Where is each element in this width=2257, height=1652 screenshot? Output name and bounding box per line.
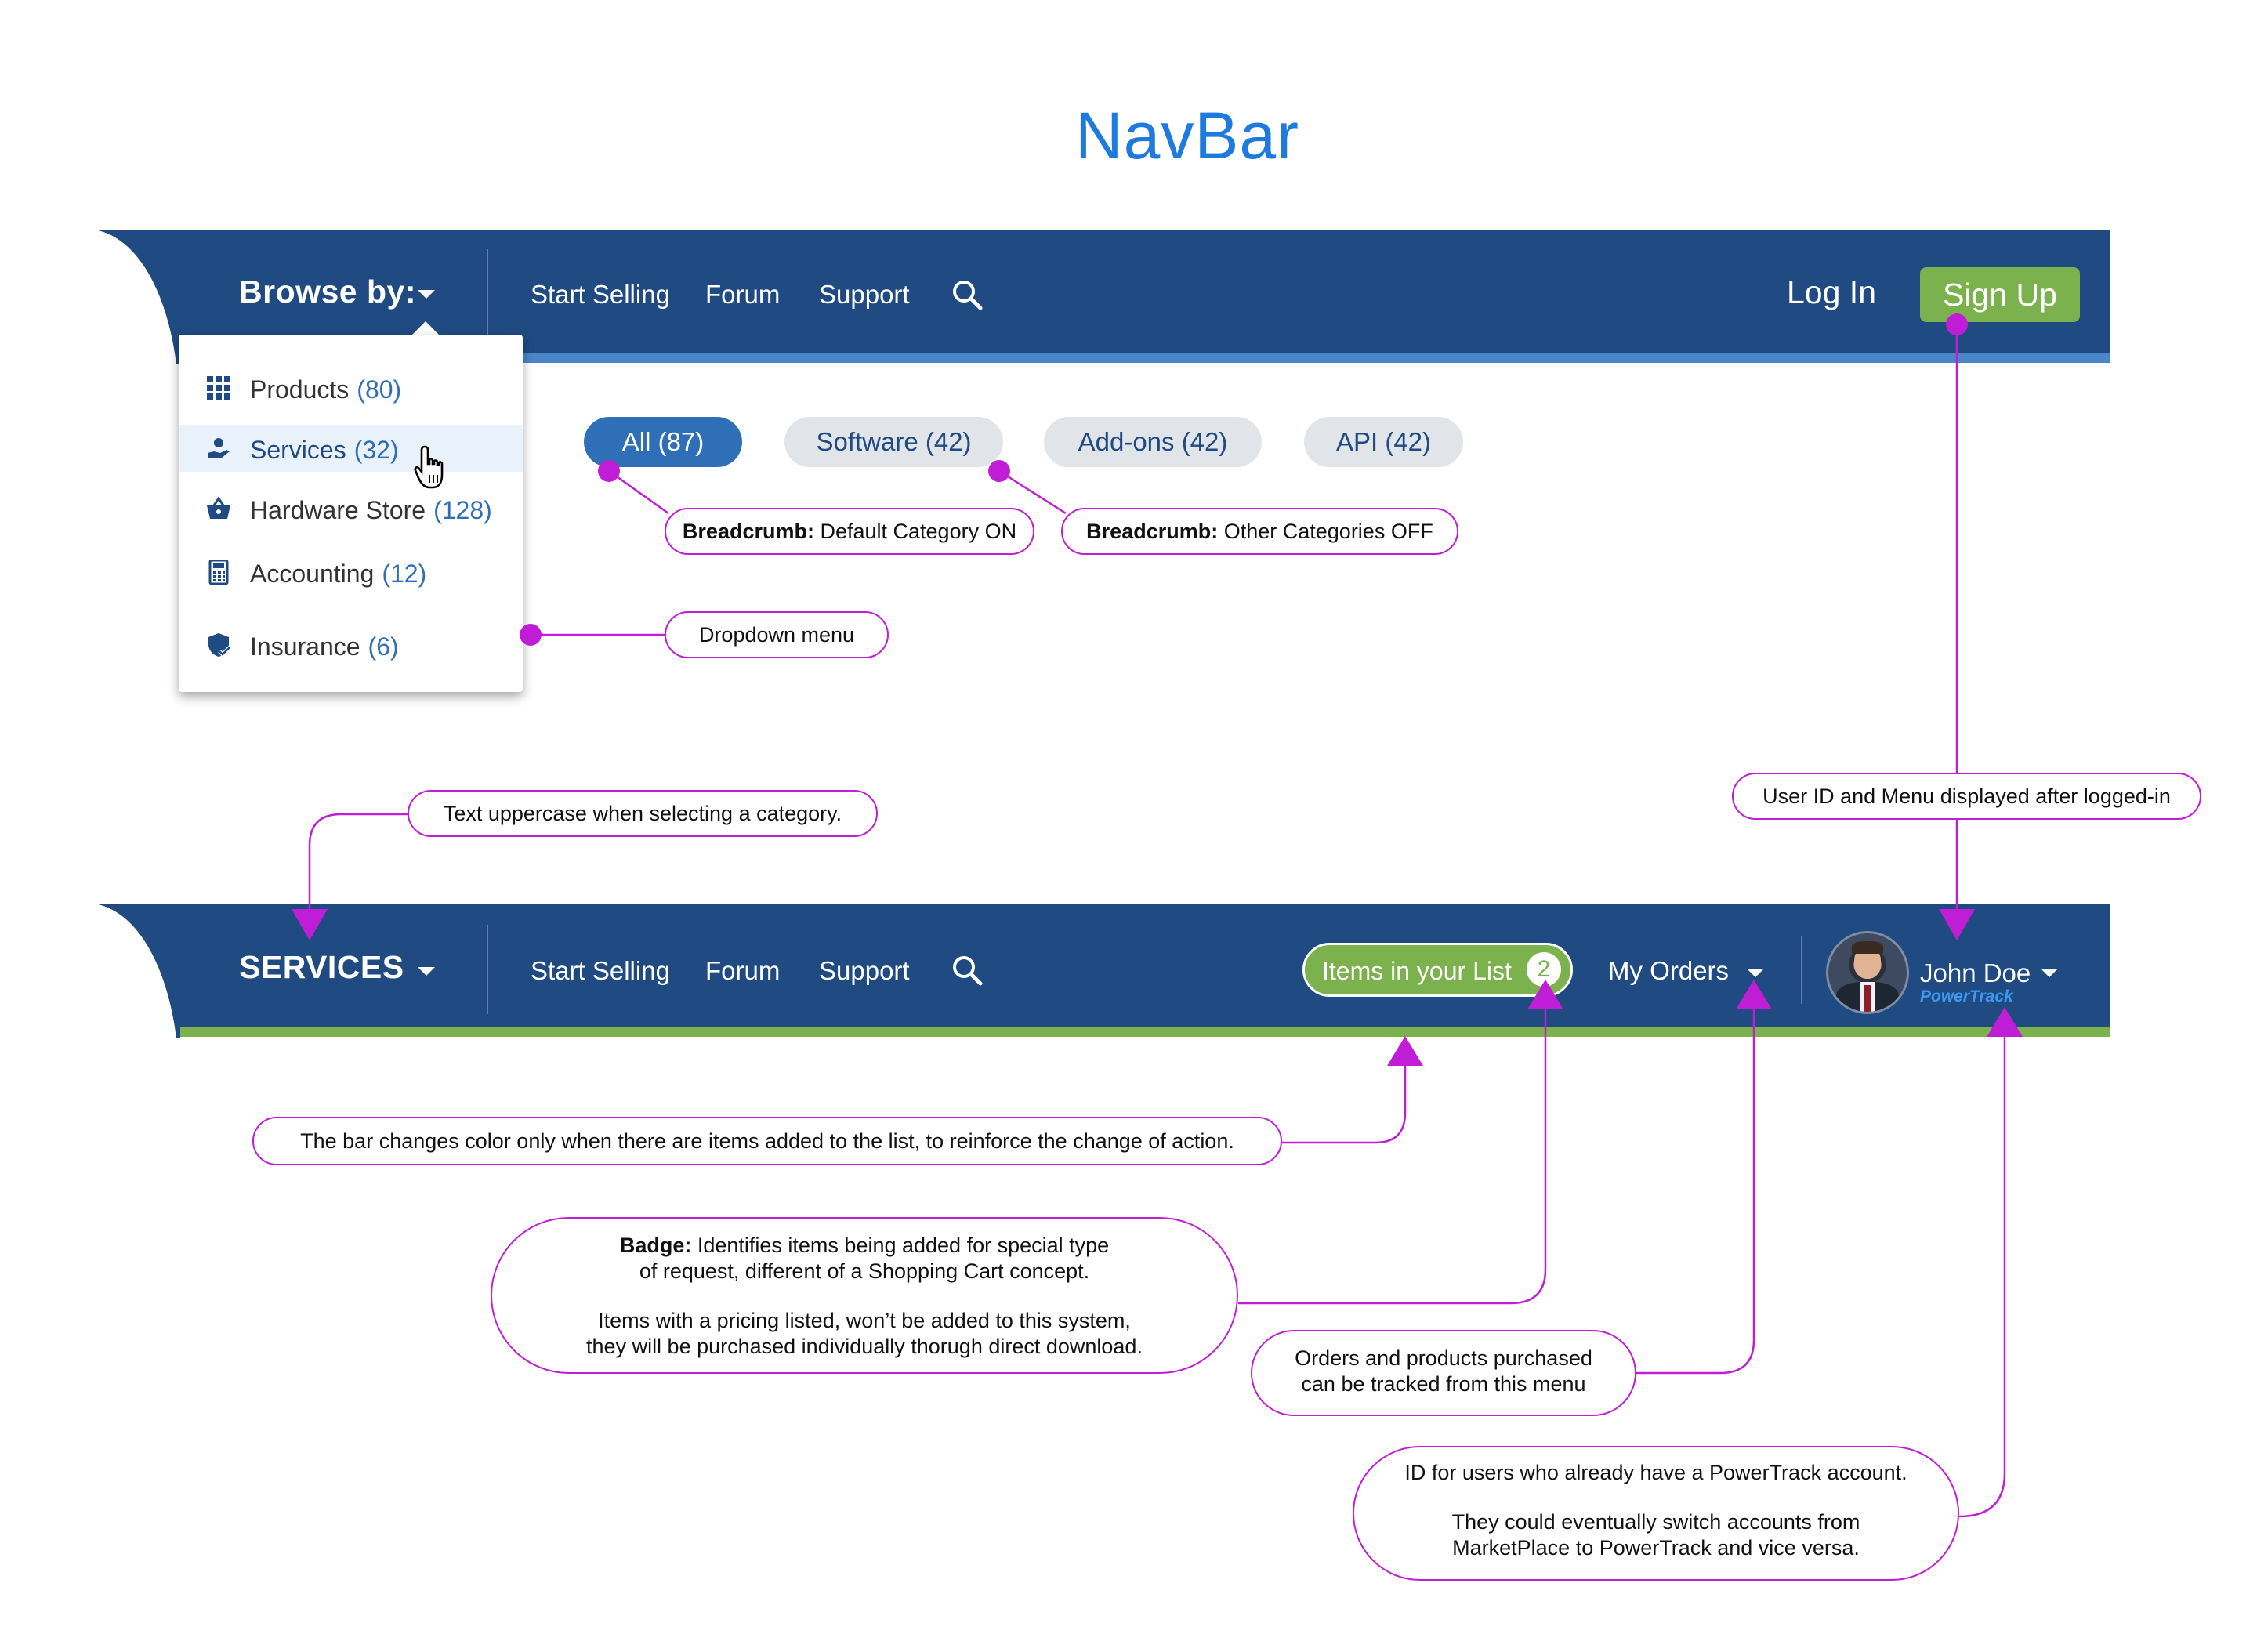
hand-cursor-icon xyxy=(414,445,444,489)
avatar[interactable] xyxy=(1826,931,1909,1014)
callout-text: Identifies items being added for special… xyxy=(691,1234,1110,1257)
basket-icon xyxy=(207,496,230,519)
dropdown-item-products[interactable]: Products(80) xyxy=(179,364,523,411)
nav-link-forum[interactable]: Forum xyxy=(705,280,781,309)
login-link[interactable]: Log In xyxy=(1787,274,1876,310)
search-icon[interactable] xyxy=(951,954,985,988)
navbar-curve xyxy=(94,904,180,1038)
dropdown-item-hardware-store[interactable]: Hardware Store(128) xyxy=(179,485,523,532)
chevron-down-icon[interactable] xyxy=(418,290,435,299)
dropdown-pointer xyxy=(411,321,440,335)
callout-text: They could eventually switch accounts fr… xyxy=(1451,1510,1860,1534)
dropdown-item-count: (6) xyxy=(368,632,399,661)
annotation-dot xyxy=(598,460,620,482)
callout-text: can be tracked from this menu xyxy=(1301,1372,1586,1396)
callout-breadcrumb-off: Breadcrumb: Other Categories OFF xyxy=(1061,508,1458,555)
shield-icon xyxy=(208,633,231,658)
nav-link-forum[interactable]: Forum xyxy=(705,956,781,985)
dropdown-item-accounting[interactable]: Accounting(12) xyxy=(179,549,523,596)
callout-text: Other Categories OFF xyxy=(1218,520,1433,543)
my-orders-menu[interactable]: My Orders xyxy=(1608,956,1730,985)
nav-divider xyxy=(487,249,488,339)
callout-dropdown-menu: Dropdown menu xyxy=(665,611,889,658)
nav-link-start-selling[interactable]: Start Selling xyxy=(531,280,670,309)
dropdown-item-label: Services xyxy=(250,436,346,464)
callout-bold: Breadcrumb: xyxy=(1086,520,1219,543)
chevron-down-icon[interactable] xyxy=(418,967,435,976)
annotation-dot xyxy=(988,460,1010,482)
annotation-dot xyxy=(520,624,542,646)
callout-text: Default Category ON xyxy=(813,520,1017,543)
items-in-list-button[interactable]: Items in your List 2 xyxy=(1302,943,1573,997)
nav-link-support[interactable]: Support xyxy=(819,280,910,309)
callout-bar-color: The bar changes color only when there ar… xyxy=(252,1117,1282,1165)
callout-breadcrumb-on: Breadcrumb: Default Category ON xyxy=(665,508,1034,555)
callout-user-id-menu: User ID and Menu displayed after logged-… xyxy=(1732,773,2201,820)
dropdown-item-services[interactable]: Services(32) xyxy=(179,425,523,489)
callout-text: MarketPlace to PowerTrack and vice versa… xyxy=(1452,1536,1860,1560)
callout-bold: Badge: xyxy=(619,1234,692,1257)
user-name[interactable]: John Doe xyxy=(1920,958,2031,987)
dropdown-item-label: Accounting xyxy=(250,560,375,588)
dropdown-item-count: (128) xyxy=(433,496,492,524)
callout-orders: Orders and products purchased can be tra… xyxy=(1251,1330,1636,1416)
chevron-down-icon[interactable] xyxy=(2041,969,2058,977)
selected-category-label[interactable]: SERVICES xyxy=(239,949,404,985)
items-in-list-label: Items in your List xyxy=(1322,957,1512,985)
category-pill-addons[interactable]: Add-ons (42) xyxy=(1044,417,1262,467)
page-title: NavBar xyxy=(1074,99,1300,172)
callout-powertrack: ID for users who already have a PowerTra… xyxy=(1353,1446,1959,1581)
callout-uppercase: Text uppercase when selecting a category… xyxy=(408,790,878,837)
dropdown-item-count: (32) xyxy=(353,436,399,464)
navbar-curve xyxy=(94,230,180,364)
search-icon[interactable] xyxy=(951,278,985,313)
navbar-bottom-stripe-green xyxy=(176,1027,2110,1037)
browse-by-label[interactable]: Browse by: xyxy=(239,274,416,310)
callout-text: they will be purchased individually thor… xyxy=(586,1335,1143,1358)
callout-text: Items with a pricing listed, won’t be ad… xyxy=(598,1309,1131,1332)
annotation-dot xyxy=(1946,313,1968,335)
items-count-badge: 2 xyxy=(1527,952,1561,987)
nav-link-support[interactable]: Support xyxy=(819,956,910,985)
nav-divider xyxy=(487,925,488,1014)
nav-link-start-selling[interactable]: Start Selling xyxy=(531,956,670,985)
dropdown-item-label: Insurance xyxy=(250,632,360,661)
dropdown-item-label: Products xyxy=(250,375,350,404)
dropdown-item-label: Hardware Store xyxy=(250,496,426,524)
navbar-bottom-stripe xyxy=(176,353,2110,363)
browse-dropdown-menu: Products(80) Services(32) Hardware Store… xyxy=(179,335,523,692)
dropdown-item-count: (80) xyxy=(357,375,402,404)
hand-service-icon xyxy=(208,438,230,458)
callout-text: of request, different of a Shopping Cart… xyxy=(639,1259,1090,1283)
calculator-icon xyxy=(208,560,229,585)
callout-bold: Breadcrumb: xyxy=(682,520,814,543)
callout-text: Orders and products purchased xyxy=(1295,1346,1592,1370)
chevron-down-icon[interactable] xyxy=(1747,969,1764,977)
callout-text: ID for users who already have a PowerTra… xyxy=(1404,1461,1907,1484)
signup-button[interactable]: Sign Up xyxy=(1920,267,2080,322)
category-pill-software[interactable]: Software (42) xyxy=(784,417,1003,467)
nav-divider xyxy=(1801,936,1802,1004)
callout-badge: Badge: Identifies items being added for … xyxy=(491,1217,1238,1374)
dropdown-item-count: (12) xyxy=(382,560,427,588)
grid-icon xyxy=(207,376,230,400)
dropdown-item-insurance[interactable]: Insurance (6) xyxy=(179,621,523,668)
powertrack-brand: PowerTrack xyxy=(1920,987,2013,1005)
category-pill-all[interactable]: All (87) xyxy=(584,417,742,467)
category-pill-api[interactable]: API (42) xyxy=(1304,417,1463,467)
